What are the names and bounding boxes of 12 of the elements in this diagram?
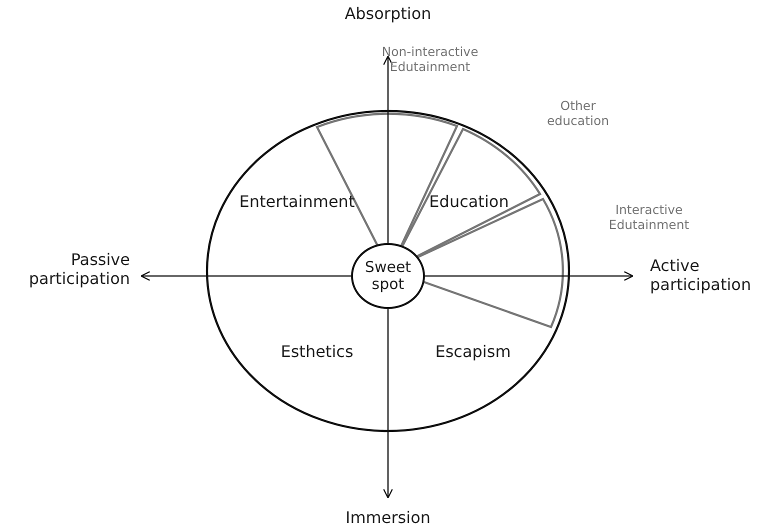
quadrant-label: Esthetics	[280, 342, 354, 362]
axis-label: Active participation	[650, 256, 752, 294]
axis-label: Absorption	[344, 4, 432, 24]
quadrant-label: Escapism	[434, 342, 512, 362]
wedge-label: Interactive Edutainment	[608, 202, 690, 232]
axis-label: Passive participation	[28, 250, 130, 288]
circle-label: Sweet spot	[364, 258, 412, 294]
quadrant-label: Education	[428, 192, 510, 212]
quadrant-label: Entertainment	[238, 192, 356, 212]
axis-label: Immersion	[344, 508, 432, 528]
wedge-label: Non-interactive Edutainment	[380, 44, 480, 74]
wedge-label: Other education	[546, 98, 610, 128]
